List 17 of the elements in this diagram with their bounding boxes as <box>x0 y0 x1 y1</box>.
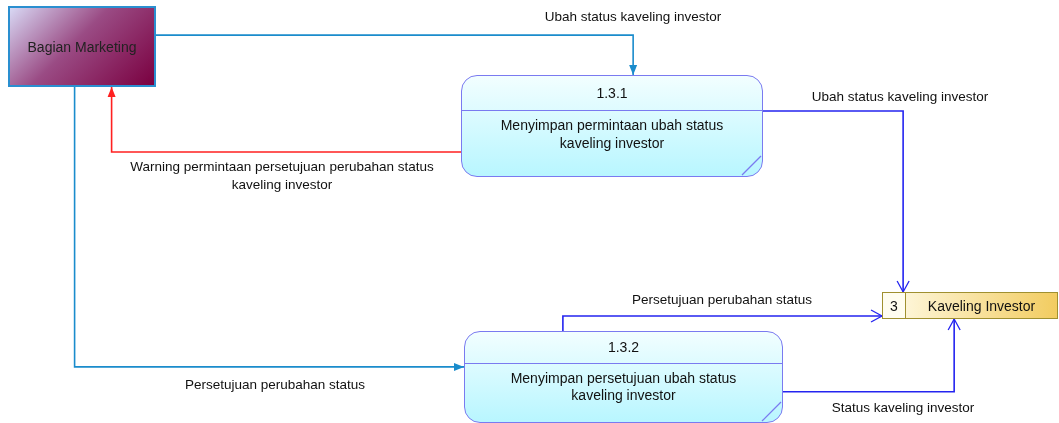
process-number: 1.3.2 <box>607 339 640 356</box>
process-name: Menyimpan persetujuan ubah status kaveling investor <box>509 369 738 405</box>
data-store <box>882 292 1058 319</box>
process-number: 1.3.1 <box>596 85 628 101</box>
process-name: Menyimpan permintaan ubah status kaveling investor <box>499 117 725 152</box>
external-entity-box <box>8 6 156 87</box>
data-flow-arrow <box>107 86 462 153</box>
entity-name: Bagian Marketing <box>27 38 137 55</box>
data-flow-arrow <box>782 318 961 393</box>
data-flow-arrow <box>73 86 465 371</box>
data-flow-arrow <box>762 110 910 293</box>
data-flow-arrow <box>155 34 638 76</box>
store-id: 3 <box>890 297 898 314</box>
data-flow-arrow <box>562 309 883 332</box>
process-box <box>461 75 763 177</box>
process-box <box>464 331 783 423</box>
store-name: Kaveling Investor <box>927 297 1036 314</box>
